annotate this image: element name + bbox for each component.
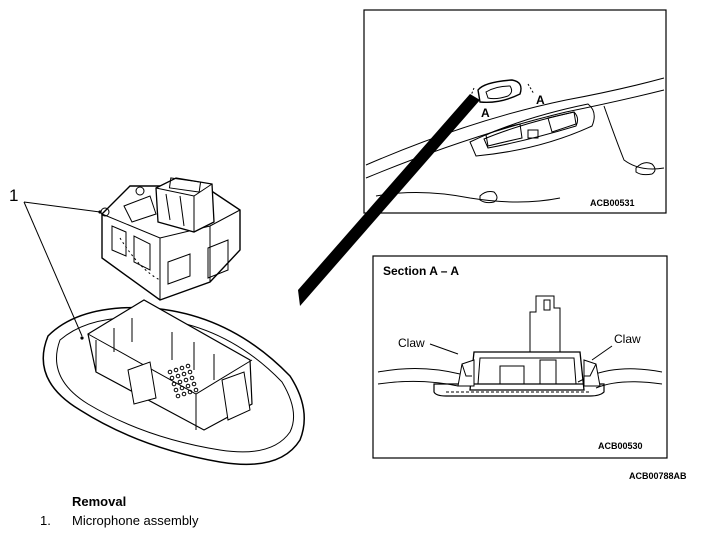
screw-top bbox=[135, 186, 145, 196]
headliner-view-code: ACB00531 bbox=[590, 198, 635, 208]
callout-leader-assembly bbox=[23, 201, 101, 213]
microphone-connector bbox=[155, 177, 215, 233]
section-mark-a-right: A bbox=[536, 93, 545, 107]
callout-number: 1 bbox=[9, 186, 19, 205]
sun-visor-clip-2 bbox=[479, 191, 498, 204]
detail-pointer bbox=[298, 94, 480, 306]
figure-code: ACB00788AB bbox=[629, 471, 687, 481]
cover-claw-right bbox=[221, 371, 251, 421]
cover-claw-front bbox=[127, 361, 157, 405]
cover-section bbox=[433, 383, 605, 397]
caption-heading: Removal bbox=[72, 494, 127, 509]
headliner-section-top bbox=[377, 367, 473, 383]
caption-item-label: Microphone assembly bbox=[72, 513, 199, 528]
section-mark-a-left: A bbox=[481, 106, 490, 120]
microphone-cover-top bbox=[477, 79, 522, 104]
claw-label-left: Claw bbox=[398, 336, 425, 350]
overhead-console bbox=[469, 103, 595, 157]
headliner-detail-frame bbox=[363, 9, 667, 214]
caption-item-number: 1. bbox=[40, 513, 51, 528]
claw-label-right: Claw bbox=[614, 332, 641, 346]
section-view-code: ACB00530 bbox=[598, 441, 643, 451]
left-claw bbox=[457, 359, 475, 387]
microphone-section-connector bbox=[529, 295, 561, 353]
section-detail-frame bbox=[372, 255, 668, 459]
speaker-holes bbox=[167, 363, 199, 399]
sun-visor-clip bbox=[635, 162, 656, 176]
callout-leader-cover bbox=[23, 201, 83, 337]
claw-leader-right bbox=[591, 345, 613, 361]
headliner-edge bbox=[365, 77, 665, 166]
claw-leader-left bbox=[429, 343, 459, 355]
section-title: Section A – A bbox=[383, 264, 460, 278]
